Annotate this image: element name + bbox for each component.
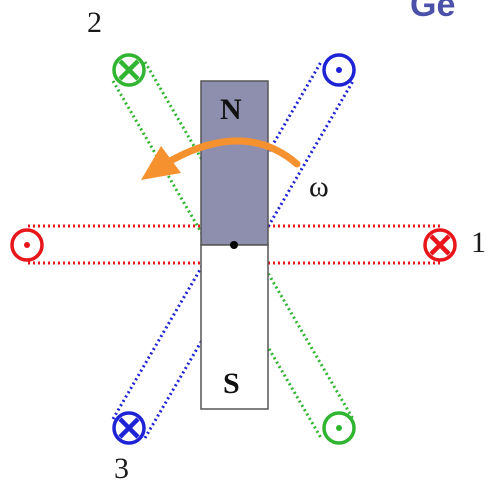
coil-1-left-end	[10, 228, 44, 262]
rotation-arrowhead-icon	[141, 146, 181, 180]
rotation-arrow	[141, 137, 301, 180]
rotation-axis-dot	[230, 241, 238, 249]
magnet-north-half	[200, 80, 269, 246]
current-out-dot-icon	[336, 67, 342, 73]
bar-magnet	[200, 80, 269, 410]
current-in-cross-icon	[118, 59, 140, 81]
coil-2-label: 2	[87, 6, 102, 39]
coil-2-lower-end	[322, 411, 356, 445]
coil-3-lower-end	[112, 411, 146, 445]
angular-velocity-symbol: ω	[309, 170, 329, 203]
coil-3-label: 3	[114, 452, 129, 485]
coil-3-upper-end	[322, 53, 356, 87]
coil-1-right-end	[423, 228, 457, 262]
coil-2-upper-end	[112, 53, 146, 87]
current-out-dot-icon	[336, 425, 342, 431]
title-fragment: Ge	[410, 0, 456, 24]
current-in-cross-icon	[118, 417, 140, 439]
current-in-cross-icon	[429, 234, 451, 256]
south-pole-label: S	[223, 367, 240, 400]
coil-1-label: 1	[471, 226, 486, 259]
current-out-dot-icon	[24, 242, 30, 248]
rotation-arc	[168, 137, 301, 168]
north-pole-label: N	[220, 93, 242, 126]
